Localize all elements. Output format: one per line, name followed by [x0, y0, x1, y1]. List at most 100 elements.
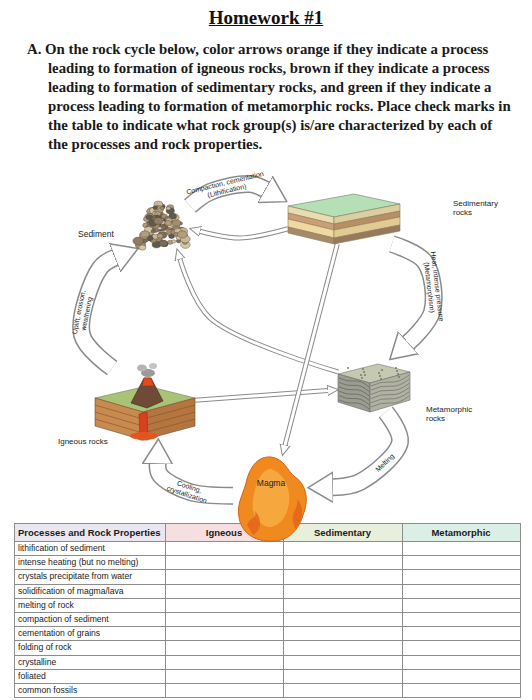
- shortcut-arrow: [285, 244, 337, 445]
- table-cell: [283, 640, 403, 655]
- rock-illustration: [288, 192, 400, 244]
- mineral-speck: [362, 368, 364, 370]
- ash-plume: [149, 363, 157, 369]
- table-cell: [402, 626, 521, 641]
- mineral-speck: [397, 373, 399, 375]
- table-cell: [283, 584, 403, 599]
- table-row-label: folding of rock: [14, 640, 165, 655]
- magma-flame: [247, 511, 260, 535]
- arrow-body: [333, 412, 401, 487]
- node-label: Sediment: [78, 230, 126, 239]
- foliation-line: [371, 383, 409, 394]
- pebble: [166, 207, 171, 210]
- arrow-body: [200, 229, 288, 238]
- rock-side-face: [370, 372, 410, 412]
- pebble: [148, 236, 154, 240]
- pebble: [165, 220, 172, 225]
- mineral-speck: [363, 371, 365, 373]
- table-header: Processes and Rock Properties: [14, 523, 165, 542]
- foliation-line: [371, 388, 409, 399]
- table-cell: [402, 555, 521, 570]
- sedimentary-rock-block: Sedimentary rocks: [288, 192, 400, 244]
- pebble: [172, 240, 176, 243]
- table-cell: [165, 640, 284, 655]
- node-label: Magma: [233, 479, 309, 488]
- sediment-pile: Sediment: [135, 200, 190, 250]
- table-cell: [165, 555, 284, 570]
- pebble: [158, 227, 162, 230]
- page-title: Homework #1: [0, 6, 532, 30]
- process-label: Uplift, erosion, weathering: [69, 280, 97, 346]
- shortcut-arrow: [200, 229, 288, 238]
- arrow-outline: [285, 244, 337, 445]
- table-cell: [283, 612, 403, 627]
- pebble: [172, 220, 180, 226]
- foliation-line: [371, 392, 409, 403]
- table-cell: [283, 598, 403, 613]
- table-row-label: lithification of sediment: [14, 541, 165, 556]
- table-cell: [402, 669, 521, 684]
- table-header: Sedimentary: [283, 523, 402, 542]
- foliation-line: [371, 396, 409, 407]
- mineral-speck: [398, 376, 400, 378]
- table-cell: [402, 598, 521, 613]
- table-row-label: compaction of sediment: [14, 612, 165, 627]
- table-cell: [165, 612, 284, 627]
- table-row-label: crystals precipitate from water: [14, 569, 165, 584]
- table-row-label: foliated: [14, 669, 165, 684]
- table-cell: [283, 626, 403, 641]
- mineral-speck: [379, 375, 381, 377]
- pebble: [178, 231, 188, 238]
- rock-layer: [288, 227, 334, 244]
- rock-illustration: [338, 362, 410, 412]
- rock-layer: [334, 225, 400, 244]
- table-row-label: intense heating (but no melting): [14, 555, 165, 570]
- table-cell: [165, 669, 284, 684]
- lava: [142, 378, 154, 386]
- pebble: [139, 245, 146, 250]
- arrow-outline: [180, 259, 338, 372]
- table-row-label: cementation of grains: [14, 626, 165, 641]
- arrow-body: [285, 244, 337, 445]
- table-cell: [283, 555, 403, 570]
- table-cell: [165, 598, 284, 613]
- pebble: [160, 207, 164, 210]
- table-cell: [165, 655, 284, 670]
- table-cell: [402, 612, 521, 627]
- mineral-speck: [360, 374, 362, 376]
- metamorphic-rock-block: Metamorphic rocks: [338, 362, 410, 412]
- mineral-speck: [347, 367, 349, 369]
- magma-blob: Magma: [233, 455, 309, 543]
- mineral-speck: [378, 372, 380, 374]
- shortcut-arrow: [195, 390, 328, 400]
- table-cell: [402, 683, 521, 698]
- table-cell: [165, 569, 284, 584]
- table-row-label: melting of rock: [14, 598, 165, 613]
- mineral-speck: [395, 367, 397, 369]
- node-label: Igneous rocks: [58, 438, 128, 447]
- table-cell: [402, 584, 521, 599]
- pebble: [154, 218, 163, 225]
- mineral-speck: [381, 369, 383, 371]
- pebble: [158, 232, 167, 239]
- pebble: [157, 234, 163, 239]
- table-cell: [165, 541, 284, 556]
- table-cell: [402, 640, 521, 655]
- table-cell: [283, 655, 403, 670]
- pebble: [166, 208, 174, 214]
- volcano-cone: [131, 378, 163, 408]
- magma-flame: [293, 499, 302, 529]
- mineral-speck: [380, 378, 382, 380]
- pebble: [159, 240, 167, 246]
- pebble: [141, 231, 150, 237]
- igneous-rock-block: Igneous rocks: [95, 368, 195, 440]
- table-cell: [283, 669, 403, 684]
- shortcut-arrow: [180, 259, 338, 372]
- table-cell: [283, 683, 403, 698]
- pebble: [151, 229, 155, 232]
- node-label: Sedimentary rocks: [453, 200, 503, 218]
- table-row-label: solidification of magma/lava: [14, 584, 165, 599]
- pebble: [133, 237, 143, 245]
- table-cell: [402, 569, 521, 584]
- arrow-outline: [200, 229, 288, 238]
